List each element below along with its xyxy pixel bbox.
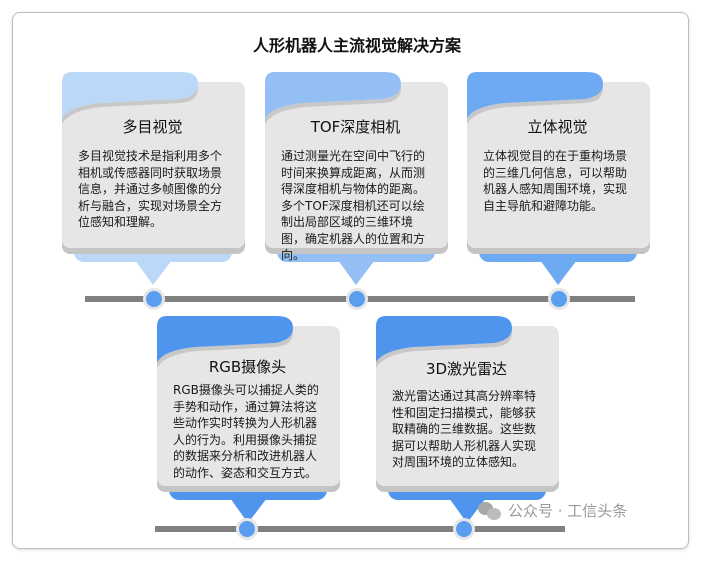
card-title: 立体视觉 [527, 118, 588, 136]
card-body: 通过测量光在空间中飞行的时间来换算成距离，从而测得深度相机与物体的距离。多个TO… [281, 149, 426, 262]
card-body: 多目视觉技术是指利用多个相机或传感器同时获取场景信息，并通过多帧图像的分析与融合… [78, 149, 223, 229]
card-shape [467, 72, 650, 285]
card-stereo-vision: 立体视觉 立体视觉目的在于重构场景的三维几何信息，可以帮助机器人感知周围环境，实… [465, 72, 655, 287]
card-pointer [230, 498, 267, 523]
wechat-icon [478, 501, 502, 521]
card-shape [265, 72, 448, 285]
card-top-tab [376, 316, 512, 362]
card-wave-shadow [467, 84, 603, 124]
card-panel [157, 326, 340, 486]
card-title: 3D激光雷达 [425, 360, 508, 378]
card-body: 立体视觉目的在于重构场景的三维几何信息，可以帮助机器人感知周围环境，实现自主导航… [483, 149, 628, 213]
card-panel [62, 82, 245, 248]
timeline-dot [236, 518, 258, 540]
watermark-text: 公众号 · 工信头条 [508, 502, 628, 520]
card-body: RGB摄像头可以捕捉人类的手势和动作，通过算法将这些动作实时转换为人形机器人的行… [173, 383, 319, 480]
card-panel [376, 326, 559, 486]
card-top-tab [467, 72, 603, 118]
card-shape [62, 72, 245, 285]
card-pointer [449, 498, 486, 523]
card-title: 多目视觉 [122, 118, 183, 136]
timeline-dot [346, 288, 368, 310]
timeline-dot [453, 518, 475, 540]
timeline-bottom [155, 526, 565, 532]
diagram-title: 人形机器人主流视觉解决方案 [252, 36, 461, 55]
card-wave-shadow [157, 328, 293, 368]
card-multi-view: 多目视觉 多目视觉技术是指利用多个相机或传感器同时获取场景信息，并通过多帧图像的… [60, 72, 250, 287]
card-pointer [135, 260, 172, 285]
card-shape [157, 316, 340, 523]
card-pointer [338, 260, 375, 285]
card-top-tab [62, 72, 198, 118]
watermark: 公众号 · 工信头条 [478, 500, 627, 521]
card-3d-lidar: 3D激光雷达 激光雷达通过其高分辨率特性和固定扫描模式，能够获取精确的三维数据。… [374, 316, 564, 531]
card-top-tab [265, 72, 401, 118]
card-pointer [540, 260, 577, 285]
timeline-dot [143, 288, 165, 310]
card-top-tab [157, 316, 293, 362]
card-panel [265, 82, 448, 248]
card-shape [376, 316, 559, 523]
card-wave-shadow [62, 84, 198, 124]
diagram-frame [12, 12, 689, 549]
card-tof-camera: TOF深度相机 通过测量光在空间中飞行的时间来换算成距离，从而测得深度相机与物体… [263, 72, 453, 287]
card-body: 激光雷达通过其高分辨率特性和固定扫描模式，能够获取精确的三维数据。这些数据可以帮… [392, 389, 537, 469]
card-wave-shadow [376, 328, 512, 368]
card-wave-shadow [265, 84, 401, 124]
timeline-dot [548, 288, 570, 310]
card-panel [467, 82, 650, 248]
card-title: TOF深度相机 [310, 118, 401, 136]
card-title: RGB摄像头 [208, 358, 287, 376]
card-rgb-camera: RGB摄像头 RGB摄像头可以捕捉人类的手势和动作，通过算法将这些动作实时转换为… [155, 316, 345, 531]
